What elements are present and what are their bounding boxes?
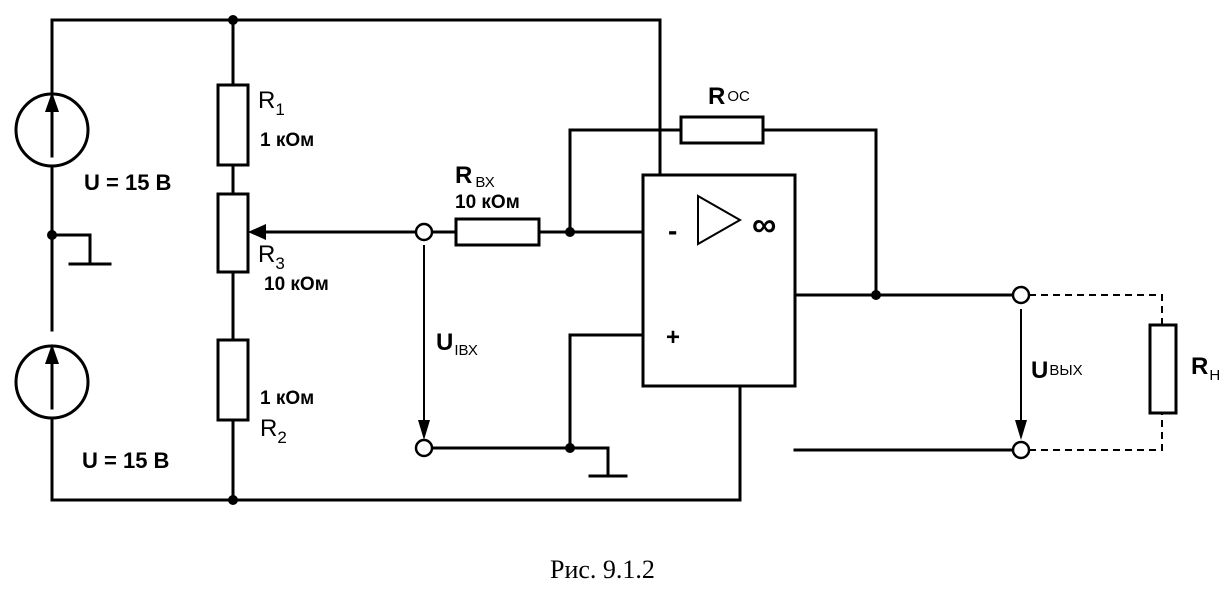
resistor-rload [1148, 323, 1178, 415]
rload-label: RН [1191, 353, 1220, 384]
resistor-rfb [679, 115, 765, 145]
input-voltage-label: UIВХ [436, 329, 478, 359]
r3-label: R3 [258, 241, 285, 273]
arrowhead-input-voltage [418, 420, 430, 440]
junction-ground-node [565, 443, 575, 453]
resistor-rin [454, 217, 541, 247]
terminal-input-bottom [414, 438, 434, 458]
potentiometer-wiper-icon [248, 224, 266, 240]
source-top-label: U = 15 В [84, 170, 171, 195]
wire-top-rail [50, 18, 662, 177]
wire-feedback-left [568, 128, 683, 234]
opamp-noninverting-sign: + [666, 324, 680, 351]
opamp [641, 173, 797, 388]
wire-noninv [568, 333, 645, 450]
wire-bottom-rail [50, 384, 742, 502]
junction-top-divider [228, 15, 238, 25]
wire-load-bottom [1029, 413, 1163, 451]
r2-label: R2 [260, 415, 287, 447]
source-bottom-label: U = 15 В [82, 448, 169, 473]
junction-inverting-node [565, 227, 575, 237]
junction-left-ground [47, 230, 57, 240]
resistor-r2 [216, 338, 250, 422]
wire-load-top [1029, 294, 1163, 325]
junction-output-node [871, 290, 881, 300]
wire-feedback-right [761, 128, 878, 297]
output-voltage-label: UВЫХ [1031, 357, 1083, 384]
r1-value: 1 кОм [260, 130, 314, 151]
terminal-input-top [414, 222, 434, 242]
junction-bottom-divider [228, 495, 238, 505]
r2-value: 1 кОм [260, 388, 314, 409]
r3-value: 10 кОм [264, 274, 329, 295]
rin-value: 10 кОм [455, 192, 520, 213]
r1-label: R1 [258, 87, 285, 119]
opamp-inverting-sign: - [668, 215, 677, 246]
voltage-source-bottom [14, 344, 90, 420]
opamp-gain-symbol: ∞ [752, 206, 776, 244]
arrowhead-output-voltage [1015, 420, 1027, 440]
wire-ground-stub [50, 233, 92, 264]
figure-caption: Рис. 9.1.2 [550, 555, 655, 584]
opamp-body [641, 173, 797, 388]
resistor-r3 [216, 192, 250, 274]
junctions [47, 15, 881, 505]
voltage-source-top [14, 92, 90, 168]
terminal-output-top [1011, 285, 1031, 305]
opamp-triangle-icon [697, 194, 743, 246]
wires [50, 18, 1163, 502]
terminal-output-bottom [1011, 440, 1031, 460]
resistor-r1 [216, 83, 250, 167]
